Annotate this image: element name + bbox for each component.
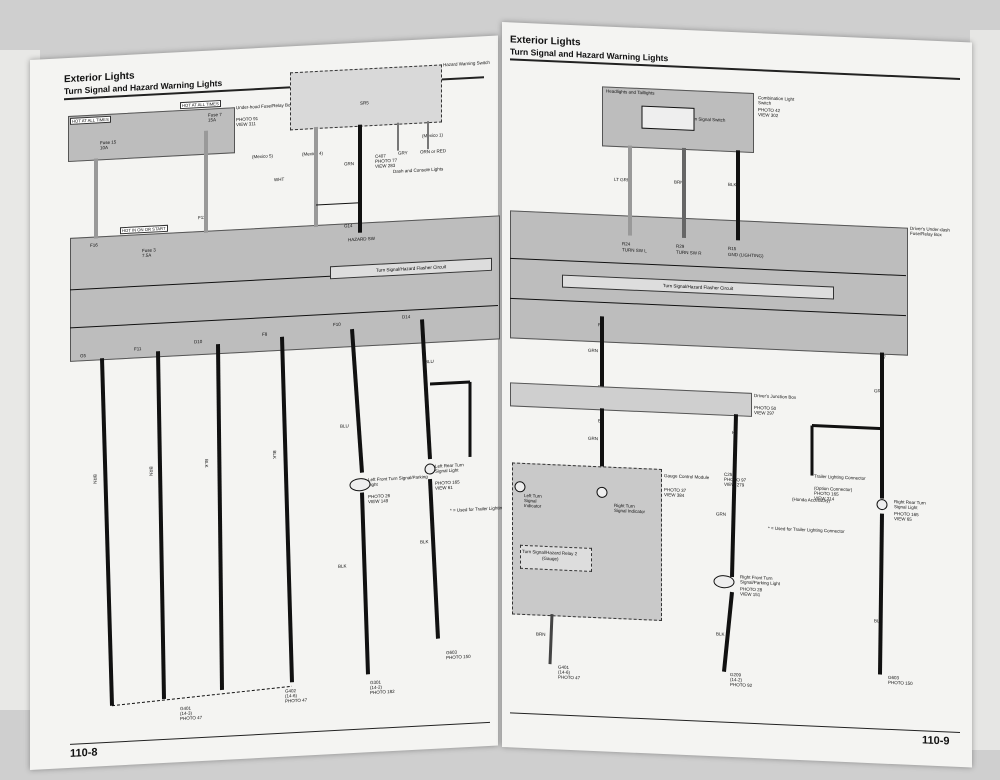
blk-wire-1 (216, 344, 224, 691)
blk-wire-2 (722, 591, 734, 672)
right-front-light-icon (713, 575, 735, 589)
page-number: 110-8 (70, 746, 98, 760)
right-page: Exterior Lights Turn Signal and Hazard W… (502, 22, 972, 768)
blu-wire-1 (350, 328, 364, 473)
blk-wire-3 (360, 492, 370, 675)
adjacent-page-edge-right (970, 30, 1000, 750)
blk-wire-2 (280, 336, 294, 683)
left-rear-light-icon (424, 463, 436, 475)
left-front-light-icon (349, 478, 371, 492)
blk-wire-3 (878, 513, 884, 675)
right-rear-light-icon (876, 499, 888, 511)
left-indicator-icon (514, 481, 526, 493)
brn-wire-2 (156, 351, 166, 700)
right-indicator-icon (596, 486, 608, 498)
blk-wire-4 (428, 478, 440, 639)
brn-wire-1 (100, 358, 114, 706)
grn-wire-3 (730, 414, 738, 578)
right-wiring-diagram (510, 105, 906, 675)
left-wiring-diagram (70, 121, 498, 707)
brn-wire-2 (548, 614, 554, 665)
page-number: 110-9 (922, 734, 950, 748)
blu-wire-2 (420, 319, 432, 460)
left-page: Exterior Lights Turn Signal and Hazard W… (30, 35, 527, 771)
